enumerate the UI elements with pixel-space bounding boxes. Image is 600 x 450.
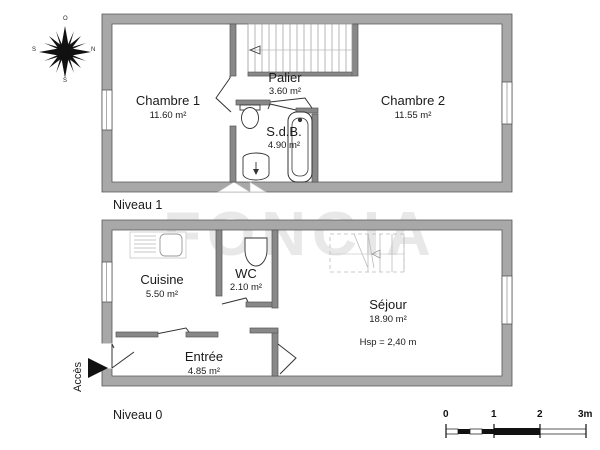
niveau-1-plan: Chambre 1 11.60 m² Palier 3.60 m² S.d.B.… [101,13,513,193]
room-label-chambre1: Chambre 1 [136,93,200,108]
sink-sdb [242,152,270,181]
wall-sdb-chambre2 [311,113,319,183]
compass-letter-right: N [91,47,96,53]
scale-tick-1: 1 [491,409,497,420]
room-label-wc: WC [235,266,257,281]
watermark-foncia: FONCIA [163,200,437,269]
level-label-niveau1: Niveau 1 [113,198,163,212]
scale-tick-2: 2 [537,409,543,420]
wall-wc-bottom [249,327,279,334]
wall-chambre1-palier-upper [229,23,237,77]
room-area-chambre2: 11.55 m² [395,110,432,121]
wall-entree-sejour [271,329,279,377]
room-area-wc: 2.10 m² [230,282,262,293]
room-area-sejour: 18.90 m² [369,314,407,325]
wall-chambre1-sdb-lower [229,125,237,183]
room-area-entree: 4.85 m² [188,366,220,377]
compass-rose [39,26,91,78]
wall-wc-sejour-upper [271,229,279,309]
door-sdb [267,103,297,111]
bathtub-sdb [287,111,313,183]
room-label-sejour: Séjour [369,297,407,312]
room-label-cuisine: Cuisine [140,272,183,287]
staircase-niveau1 [247,23,353,77]
window-right-chambre2 [501,81,513,125]
room-area-palier: 3.60 m² [269,86,301,97]
compass-letter-bottom: S [63,78,68,84]
compass-letter-top: O [63,16,68,22]
level-label-niveau0: Niveau 0 [113,408,163,422]
compass-letter-left: S [32,47,37,53]
room-hsp-sejour: Hsp = 2,40 m [360,337,417,348]
bottom-wall-notch [216,181,268,193]
staircase-niveau0 [329,233,405,273]
scale-tick-0: 0 [443,409,449,420]
window-right-sejour [501,275,513,325]
room-area-sdb: 4.90 m² [268,140,300,151]
scale-bar-graphic [445,424,587,438]
room-area-cuisine: 5.50 m² [146,289,178,300]
door-wc [221,297,275,308]
compass-star [39,26,91,78]
toilet-sdb [239,104,261,129]
niveau0-outer-walls [101,219,513,387]
door-cuisine [115,327,219,338]
window-left-chambre1 [101,89,113,131]
room-label-palier: Palier [268,70,302,85]
room-label-sdb: S.d.B. [266,124,301,139]
room-label-chambre2: Chambre 2 [381,93,445,108]
door-sejour [277,343,297,375]
kitchen-sink [129,231,187,259]
wall-palier-chambre2-upper [351,23,359,77]
access-arrow-icon [88,358,108,378]
door-chambre1 [215,76,232,113]
niveau-0-plan: Cuisine 5.50 m² WC 2.10 m² Séjour 18.90 … [101,219,513,387]
access-label: Accès [72,362,84,392]
room-area-chambre1: 11.60 m² [150,110,187,121]
scale-tick-3: 3m [578,409,593,420]
wall-cuisine-wc [215,229,223,297]
room-label-entree: Entrée [185,349,223,364]
door-palier [269,97,313,109]
toilet-wc [244,237,268,267]
window-left-cuisine [101,261,113,303]
